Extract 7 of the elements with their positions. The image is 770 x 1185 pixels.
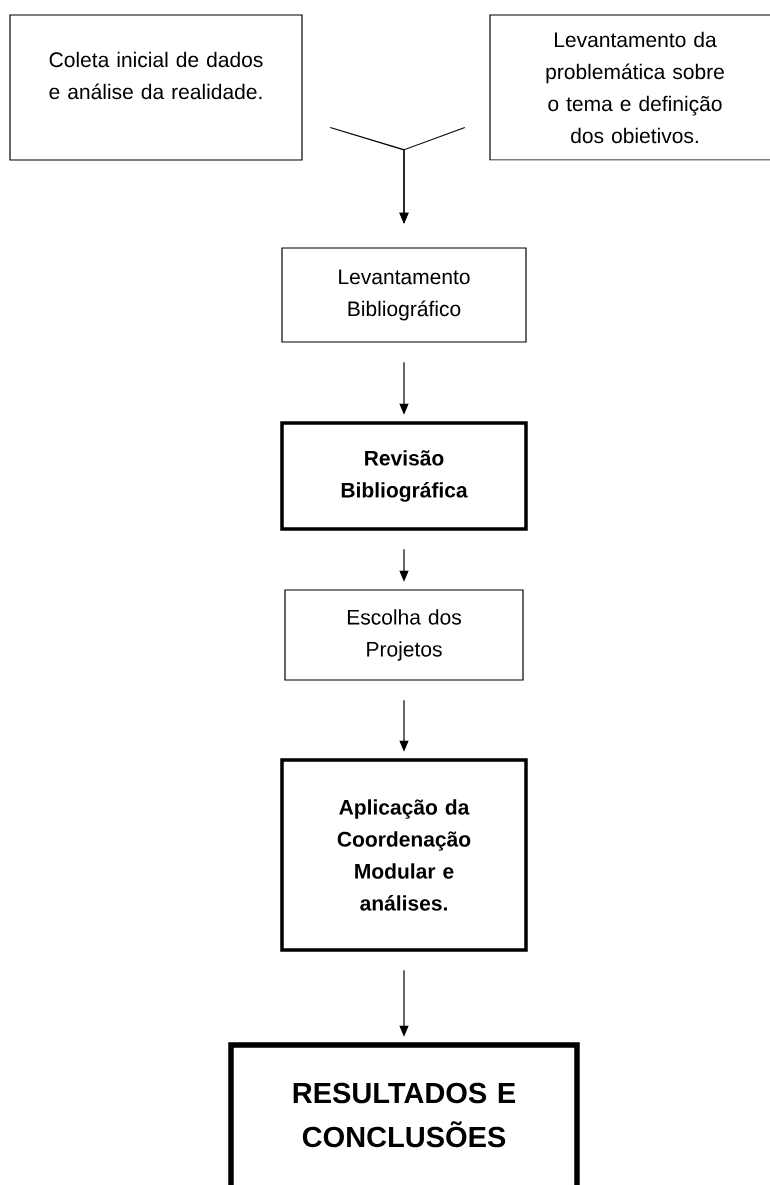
process-box: Coleta inicial de dados e análise da realidade. <box>9 14 303 161</box>
process-box: Aplicação da Coordenação Modular e análises. <box>280 758 528 952</box>
process-box: RESULTADOS E CONCLUSÕES <box>228 1042 580 1185</box>
process-box: Levantamento da problemática sobre o tema e definição dos obietivos. <box>489 14 770 161</box>
process-box: Revisão Bibliográfica <box>280 421 528 531</box>
process-box: Levantamento Bibliográfico <box>281 247 527 343</box>
process-box: Escolha dos Projetos <box>284 589 524 681</box>
